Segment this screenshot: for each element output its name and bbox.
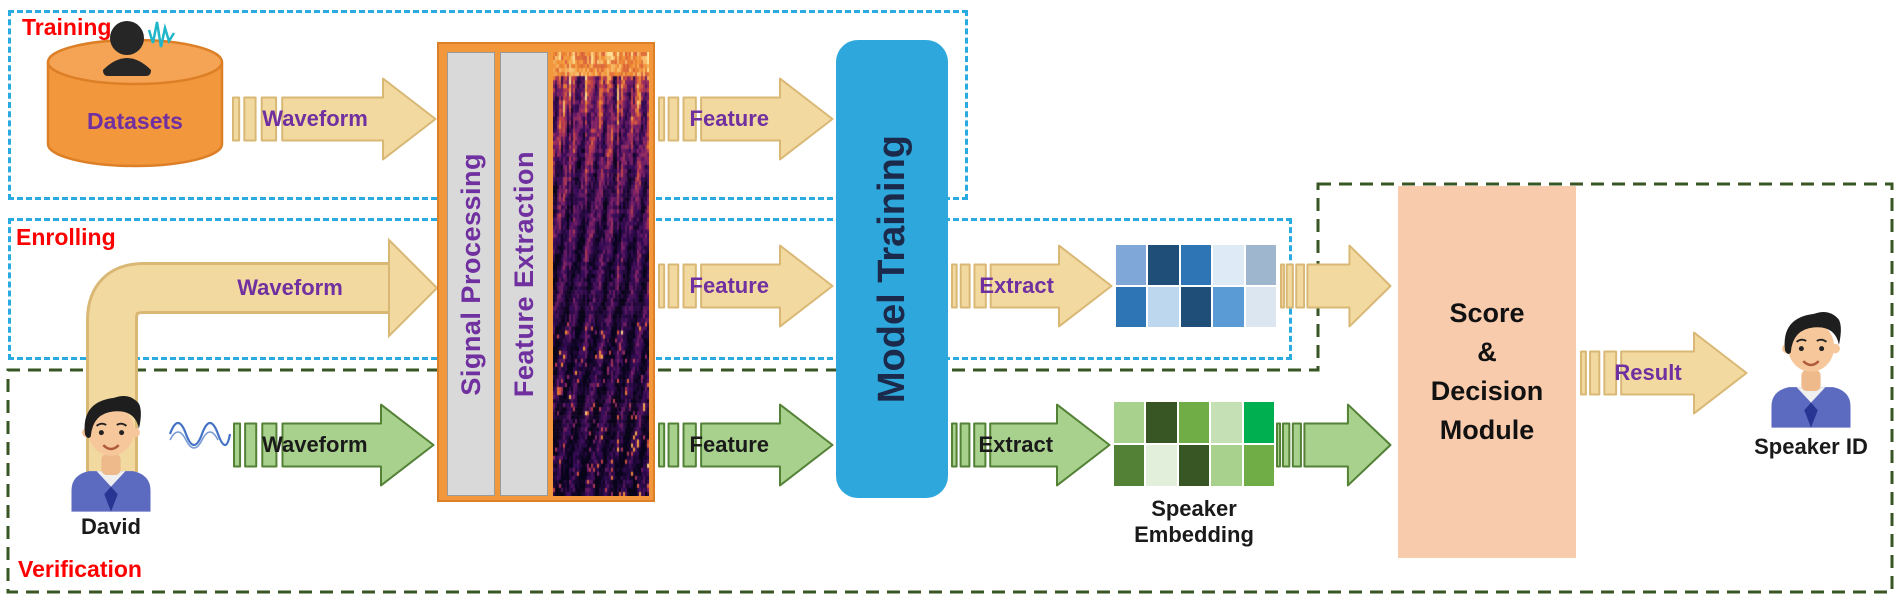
signal-processing-label: Signal Processing [455,152,486,396]
decision-line: Decision [1430,376,1544,406]
arrow-shape [951,403,1111,487]
embedding-cell [1180,245,1212,285]
embedding-cell [1146,445,1177,486]
speaker-embedding-grid [1114,402,1274,486]
arrow-shape [1276,403,1392,487]
embedding-cell [1116,245,1147,285]
module-line: Module [1439,415,1535,446]
embedding-cell [1213,245,1244,285]
datasets-cylinder: Datasets [45,16,225,178]
arrow-shape [658,77,834,161]
david-label: David [81,514,141,539]
speaker-head-icon [103,21,151,76]
embedding-cell [1114,445,1145,486]
verification-region-label: Verification [18,556,142,582]
cylinder-body [46,62,224,168]
arrow-shape [658,244,834,328]
enrolling-waveform-label: Waveform [237,275,343,300]
speaker-id-label: Speaker ID [1754,434,1868,459]
model-training-box: Model Training [836,40,948,498]
embedding-cell [1114,402,1145,443]
embedding-cell [1148,287,1179,327]
embedding-cell [1211,402,1242,443]
embedding-cell [1245,287,1276,327]
embedding-cell [1180,287,1212,327]
amp-line: & [1477,336,1497,367]
arrow-shape [1280,244,1392,328]
arrow-shape [233,403,435,487]
feature-extraction-label: Feature Extraction [508,150,539,398]
datasets-label: Datasets [87,108,183,134]
model-training-label: Model Training [870,134,913,404]
enrolling-feature-arrow: Feature [658,243,834,329]
embedding-cell [1211,445,1242,486]
audio-wave-icon [147,21,176,48]
sound-waves-icon [168,421,232,449]
training-waveform-arrow: Waveform [232,76,437,162]
enrolling-extract-arrow: Extract [951,243,1113,329]
embedding-cell [1243,445,1274,486]
score-line: Score [1449,297,1525,328]
arrow-shape [951,244,1113,328]
embedding-cell [1178,402,1210,443]
feature-extraction-panel: Feature Extraction [500,52,548,496]
result-arrow: Result [1580,330,1748,416]
speaker-embedding-line2: Embedding [1134,522,1254,548]
arrow-shape [658,403,834,487]
verification-feature-arrow: Feature [658,402,834,488]
training-feature-arrow: Feature [658,76,834,162]
arrow-shape [1580,331,1748,415]
speaker-id-avatar [1758,302,1864,428]
embedding-cell [1148,245,1179,285]
signal-processing-box: Signal Processing Feature Extraction [437,42,655,502]
signal-processing-panel: Signal Processing [447,52,495,496]
embedding-cell [1213,287,1244,327]
enrolling-region-label: Enrolling [16,224,116,250]
verification-embedding-output-arrow [1276,402,1392,488]
embedding-cell [1146,402,1177,443]
embedding-cell [1178,445,1210,486]
verification-waveform-arrow: Waveform [233,402,435,488]
enrolling-embedding-output-arrow [1280,243,1392,329]
training-region-label: Training [22,14,112,40]
embedding-cell [1245,245,1276,285]
embedding-cell [1243,402,1274,443]
enroll-embedding-grid [1116,245,1276,327]
spectrogram-image [553,52,649,496]
speaker-embedding-line1: Speaker [1151,496,1237,521]
verification-extract-arrow: Extract [951,402,1111,488]
arrow-shape [232,77,437,161]
score-decision-module: Score & Decision Module [1398,186,1576,558]
david-avatar [58,386,164,512]
speaker-embedding-caption: Speaker Embedding [1094,496,1294,549]
embedding-cell [1116,287,1147,327]
